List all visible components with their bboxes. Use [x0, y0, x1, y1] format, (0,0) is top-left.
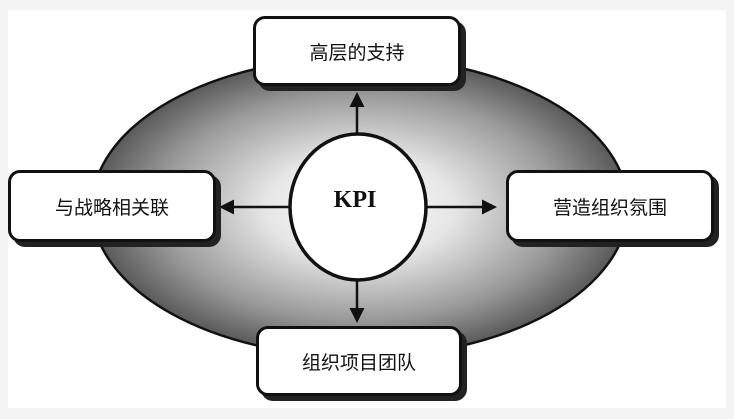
node-right-organizational-climate: 营造组织氛围 — [506, 170, 714, 242]
node-left-strategy-alignment: 与战略相关联 — [8, 170, 216, 242]
node-top-senior-support: 高层的支持 — [253, 16, 461, 86]
node-bottom-project-team: 组织项目团队 — [256, 326, 462, 396]
kpi-label: KPI — [333, 186, 377, 213]
kpi-circle — [288, 132, 428, 282]
